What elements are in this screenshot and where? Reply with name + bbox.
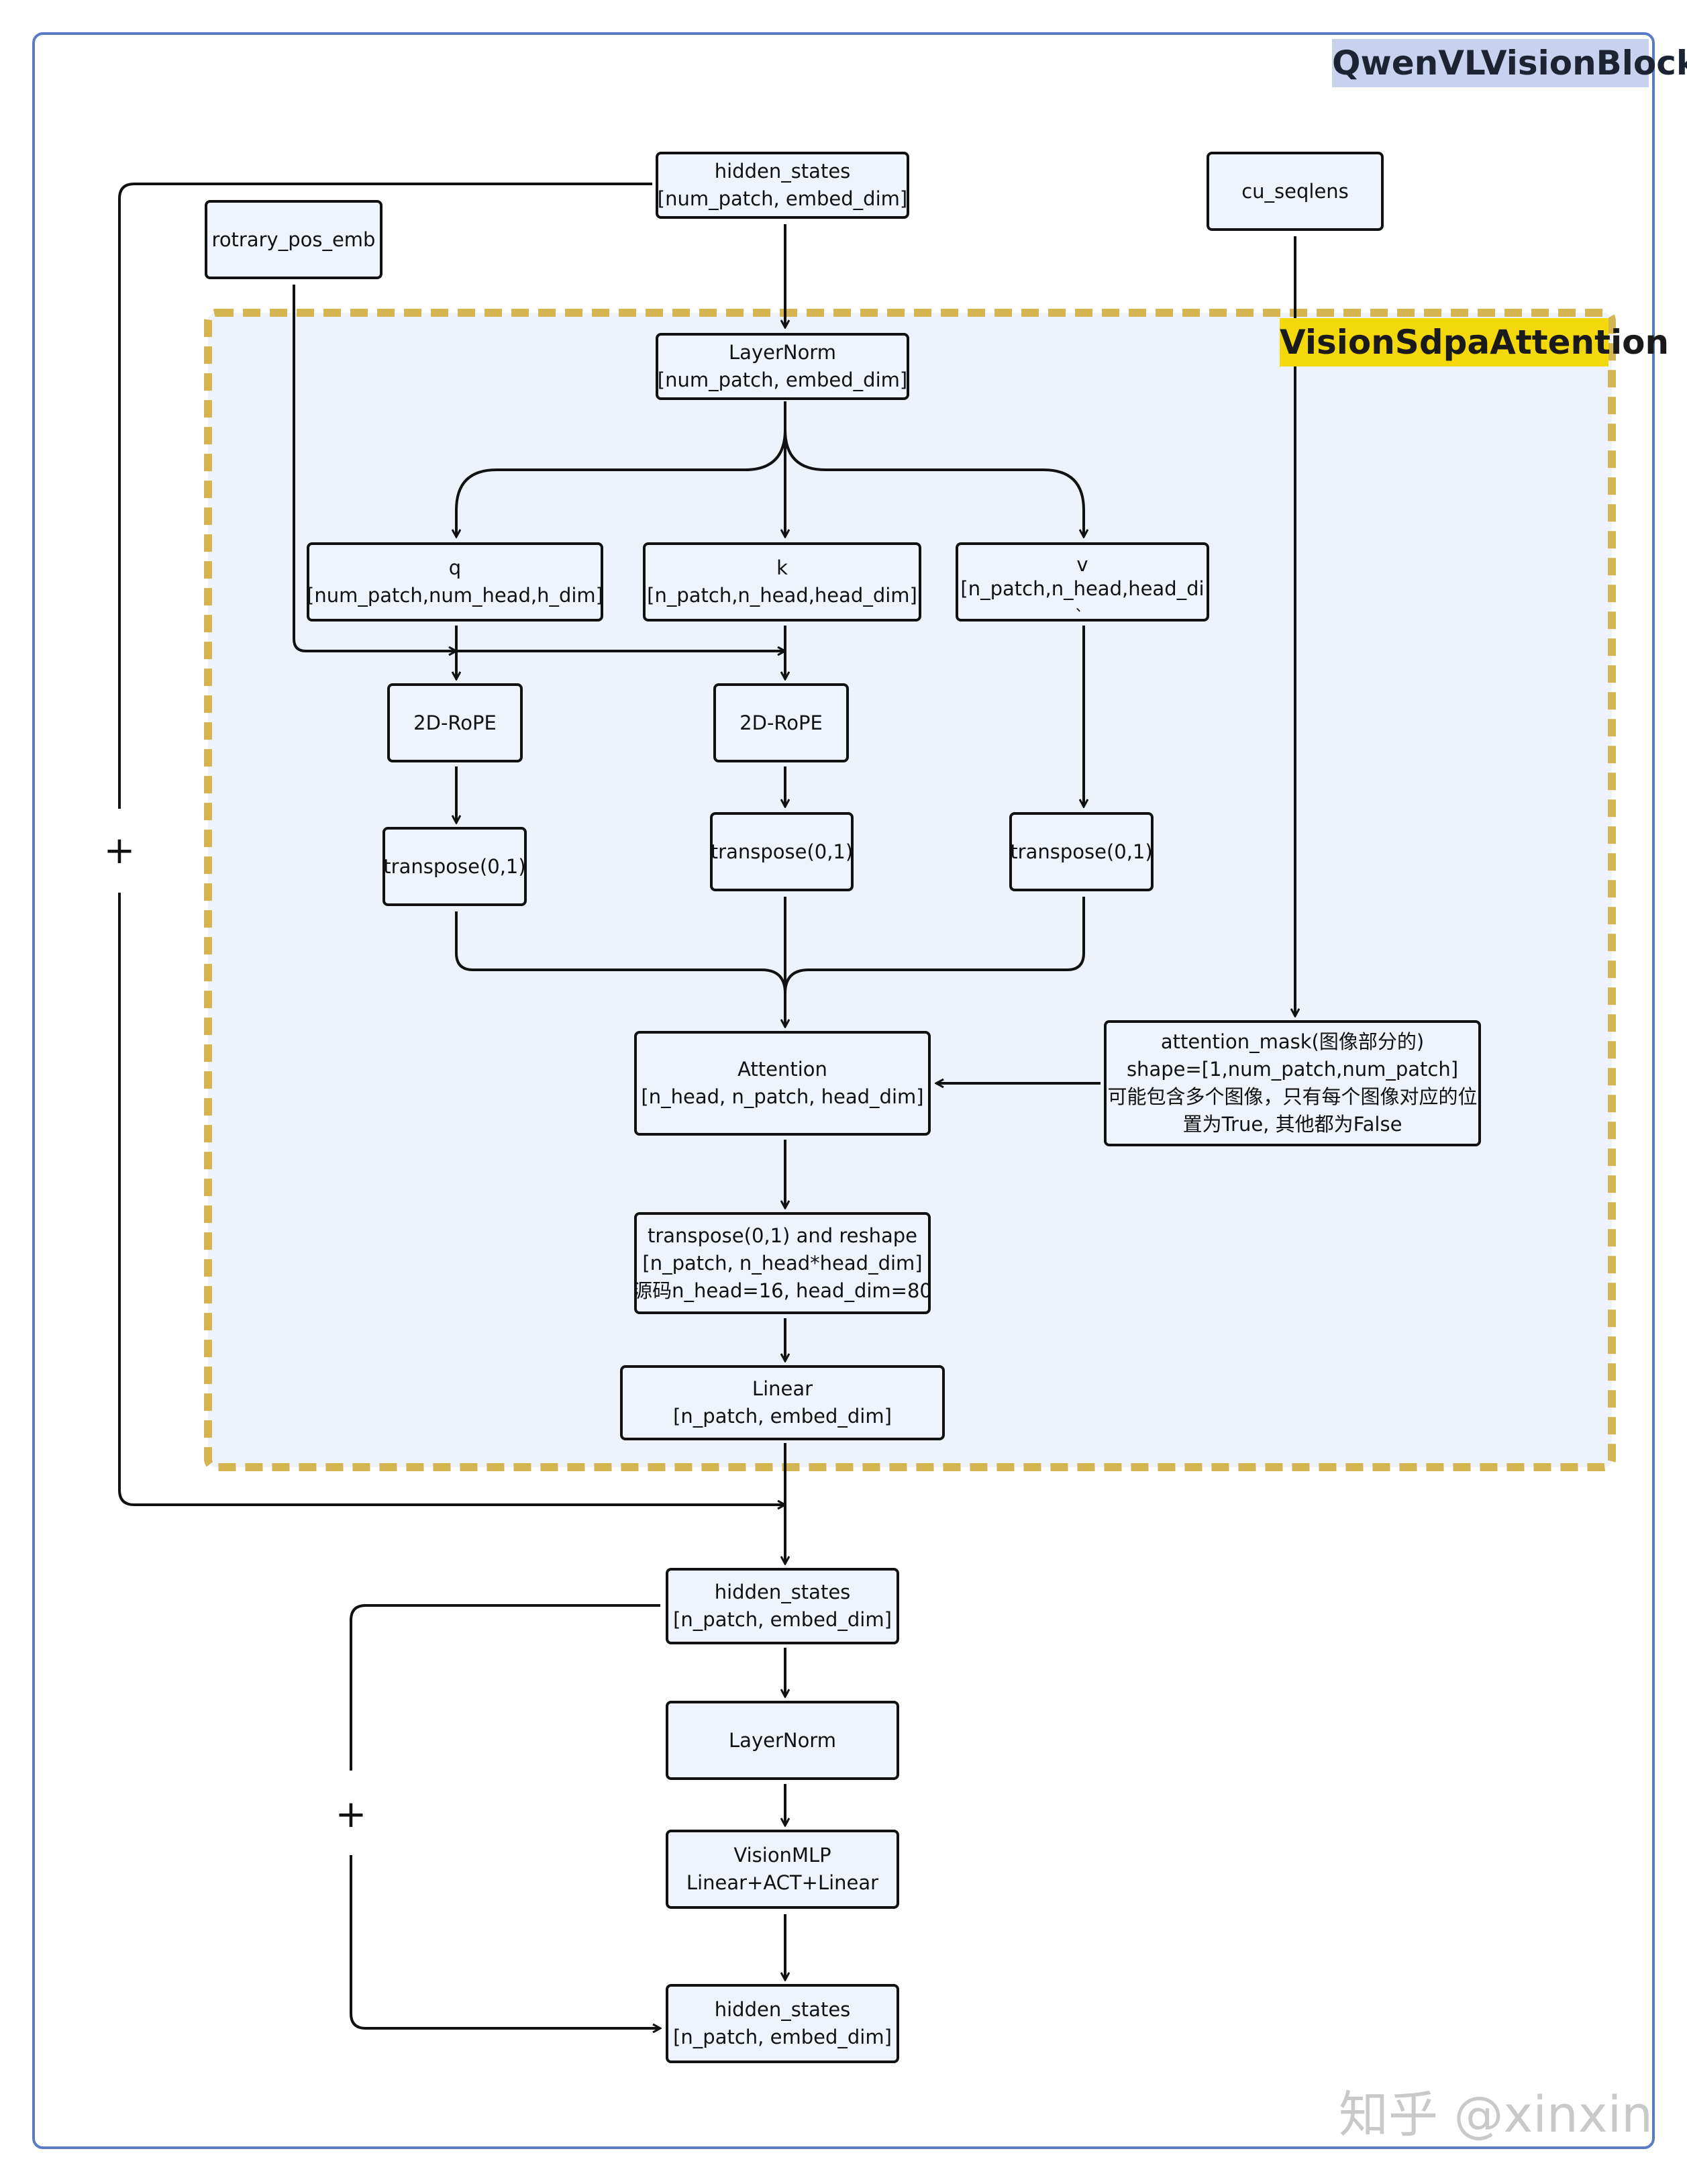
watermark: 知乎 @xinxin [1339,2086,1653,2144]
edge-residual-upper [118,183,652,809]
node-q: q [num_patch,num_head,h_dim] [307,542,603,622]
node-hidden-states-mid: hidden_states [n_patch, embed_dim] [666,1568,899,1644]
edge-residual-upper-b [118,893,785,1505]
node-layernorm-2: LayerNorm [666,1701,899,1780]
node-cu-seqlens: cu_seqlens [1207,152,1384,231]
node-rotary-pos-emb: rotrary_pos_emb [205,200,382,279]
residual-add-lower: + [335,1793,367,1836]
node-v: v [n_patch,n_head,head_di 、 [956,542,1209,622]
node-hidden-states-in: hidden_states [num_patch, embed_dim] [656,152,909,219]
node-vision-mlp: VisionMLP Linear+ACT+Linear [666,1830,899,1909]
node-rope-k: 2D-RoPE [713,683,849,762]
node-attention-mask: attention_mask(图像部分的) shape=[1,num_patch… [1104,1020,1481,1146]
edge-rotary-to-rope [293,285,785,651]
edge-residual-lower [350,1604,660,1771]
node-transpose-q: transpose(0,1) [382,827,527,906]
node-transpose-k: transpose(0,1) [710,812,854,891]
node-attention: Attention [n_head, n_patch, head_dim] [634,1031,931,1136]
node-rope-q: 2D-RoPE [387,683,523,762]
node-layernorm-1: LayerNorm [num_patch, embed_dim] [656,333,909,400]
attention-region-title: VisionSdpaAttention [1280,318,1669,366]
outer-block-frame [32,32,1655,2149]
edge-layernorm-to-q [456,429,786,537]
outer-block-title: QwenVLVisionBlock [1332,39,1687,87]
edge-residual-lower-b [350,1855,660,2028]
node-transpose-v: transpose(0,1) [1009,812,1154,891]
edge-transpose-q-to-attention [455,911,786,994]
edge-layernorm-to-v [784,429,1084,537]
node-hidden-states-out: hidden_states [n_patch, embed_dim] [666,1984,899,2063]
edge-transpose-v-to-attention [784,897,1085,994]
node-transpose-reshape: transpose(0,1) and reshape [n_patch, n_h… [634,1212,931,1314]
residual-add-upper: + [103,829,136,873]
node-k: k [n_patch,n_head,head_dim] [643,542,921,622]
node-linear: Linear [n_patch, embed_dim] [620,1365,945,1440]
